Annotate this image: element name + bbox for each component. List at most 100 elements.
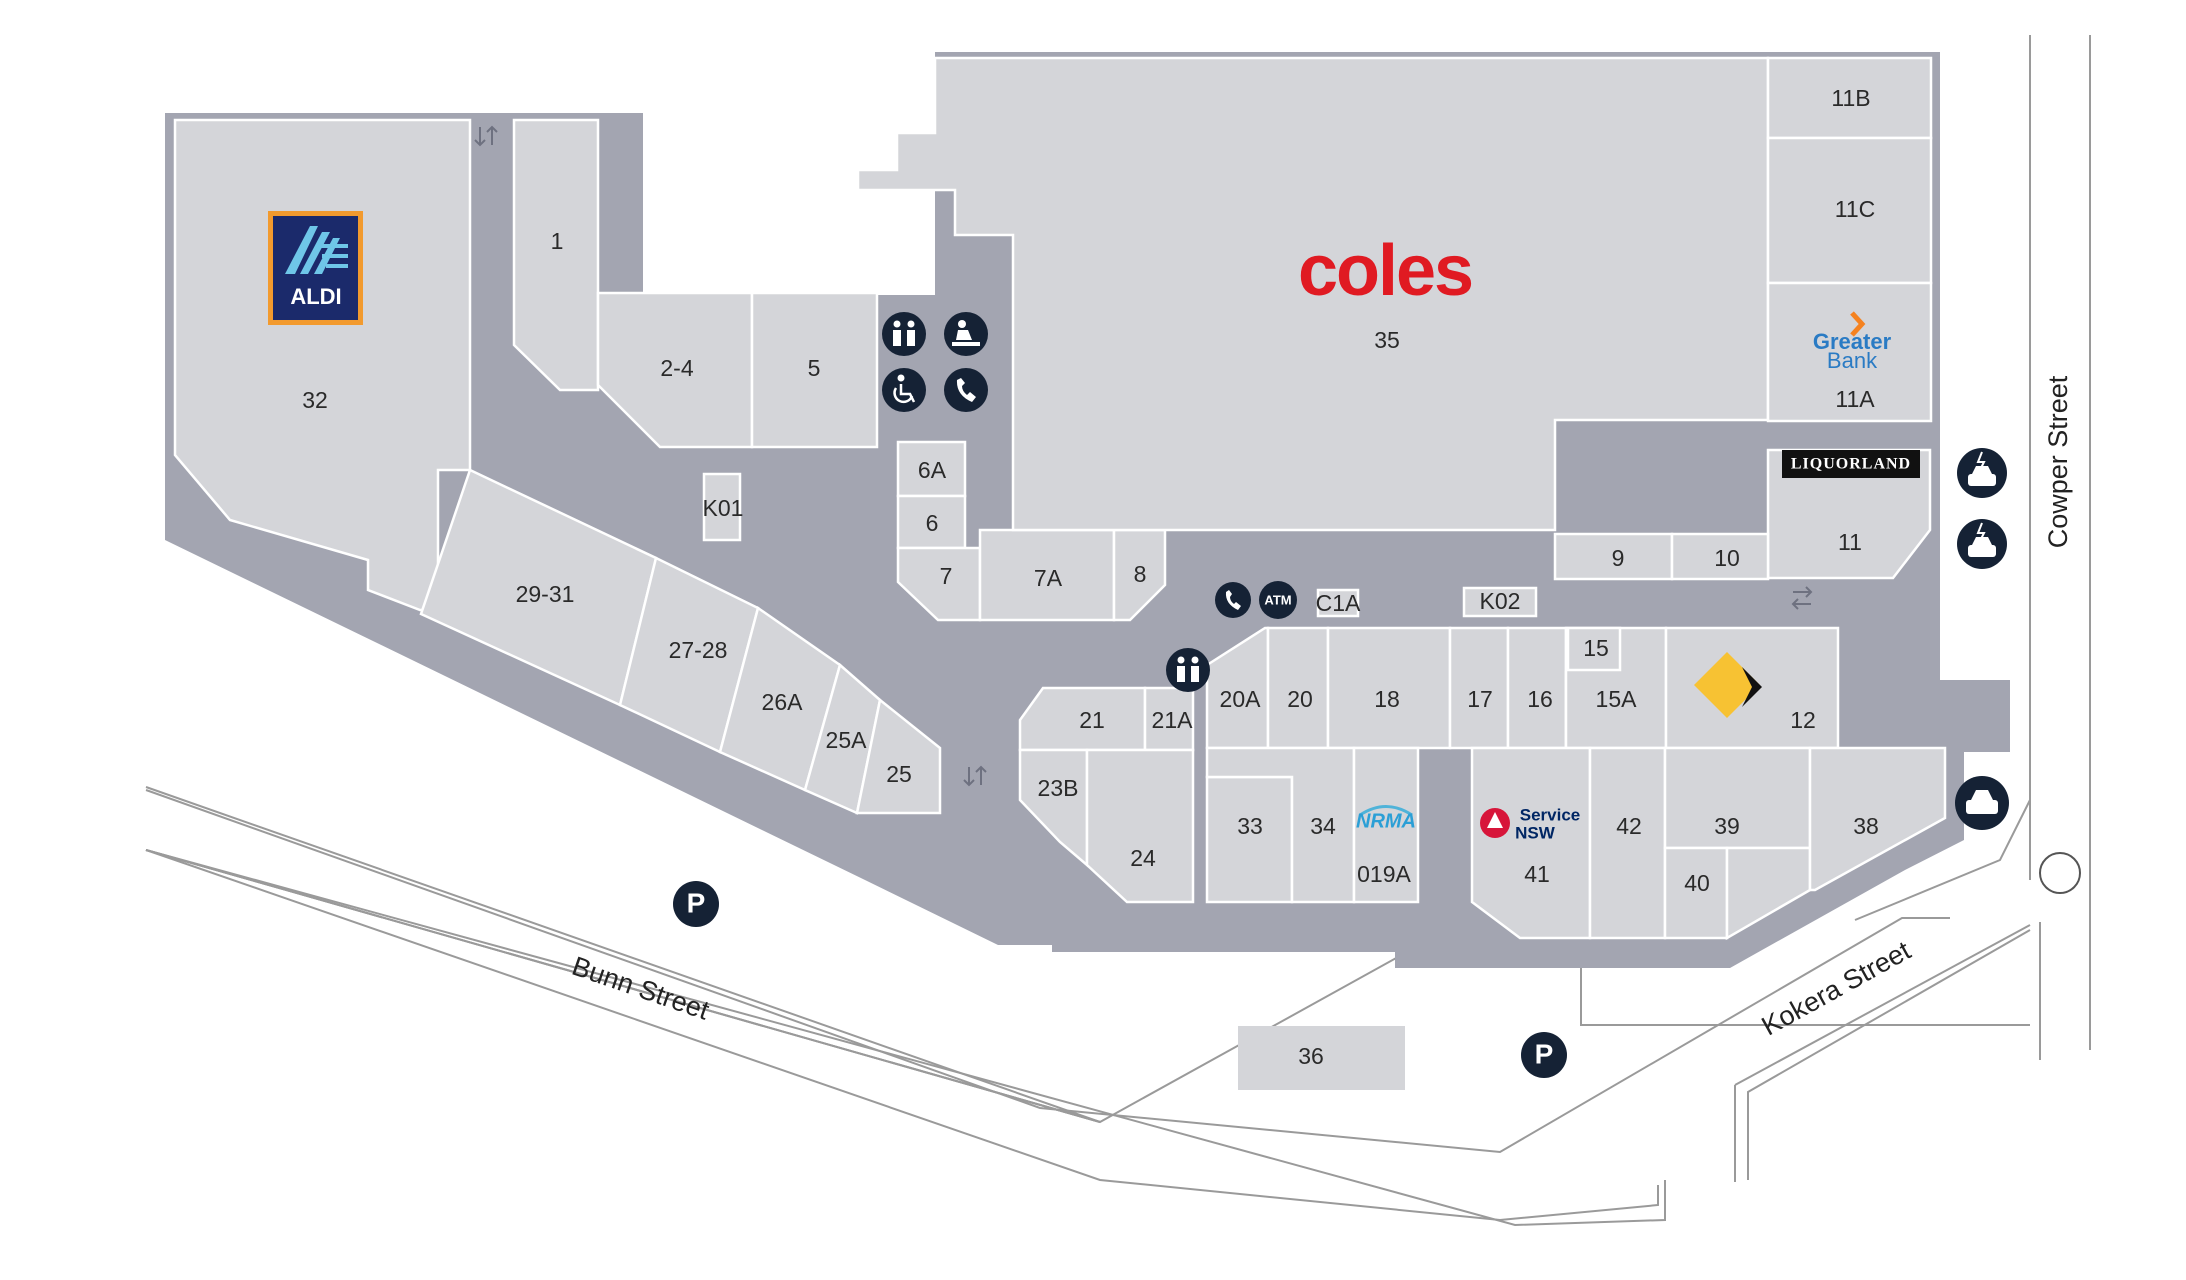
phone-icon[interactable] — [944, 368, 988, 412]
label-shop-39: 39 — [1714, 813, 1740, 839]
shop-11a — [1766, 281, 1933, 423]
electric-car-icon-2[interactable] — [1957, 519, 2007, 569]
svg-text:P: P — [687, 887, 706, 918]
label-shop-41: 41 — [1524, 861, 1550, 887]
accessible-icon[interactable] — [882, 368, 926, 412]
kiosk-c1a — [1316, 588, 1360, 618]
shop-24 — [1085, 748, 1195, 904]
shop-33 — [1205, 775, 1294, 904]
label-kiosk-k02: K02 — [1480, 588, 1521, 614]
street-cowper: Cowper Street — [2043, 375, 2073, 548]
label-shop-11a: 11A — [1835, 386, 1875, 412]
shop-11c — [1766, 136, 1933, 285]
shop-2-4 — [596, 291, 754, 449]
label-shop-8: 8 — [1134, 561, 1147, 587]
label-shop-40: 40 — [1684, 870, 1710, 896]
phone-icon-2[interactable] — [1215, 582, 1251, 618]
label-shop-11: 11 — [1838, 529, 1862, 555]
parking-icon-1[interactable]: P — [673, 881, 719, 927]
label-shop-24: 24 — [1130, 845, 1156, 871]
label-shop-32: 32 — [302, 387, 328, 413]
label-shop-38: 38 — [1853, 813, 1879, 839]
shop-20 — [1266, 626, 1330, 750]
label-shop-23b: 23B — [1038, 775, 1079, 801]
atm-icon[interactable]: ATM — [1259, 581, 1297, 619]
svg-text:ATM: ATM — [1264, 592, 1291, 607]
shop-10 — [1670, 532, 1770, 581]
svg-text:Bank: Bank — [1827, 348, 1878, 373]
label-shop-9: 9 — [1612, 545, 1625, 571]
baby-change-icon[interactable] — [944, 312, 988, 356]
kiosk-k02 — [1462, 586, 1538, 618]
svg-text:Service: Service — [1520, 805, 1581, 824]
toilets-icon[interactable] — [882, 312, 926, 356]
label-shop-16: 16 — [1527, 686, 1553, 712]
toilets-icon-2[interactable] — [1166, 648, 1210, 692]
label-shop-42: 42 — [1616, 813, 1642, 839]
coles-logo: coles — [1298, 231, 1472, 311]
label-shop-21a: 21A — [1152, 707, 1194, 733]
commbank-logo — [1694, 652, 1762, 718]
shop-39 — [1663, 746, 1812, 850]
svg-text:Greater: Greater — [1813, 329, 1892, 354]
label-shop-25a: 25A — [826, 727, 868, 753]
aldi-wordmark: ALDI — [290, 284, 341, 309]
road-lines — [145, 35, 2091, 1227]
shop-1 — [512, 118, 600, 392]
label-shop-1: 1 — [551, 228, 564, 254]
label-shop-35: 35 — [1374, 327, 1400, 353]
shop-25 — [855, 697, 942, 815]
car-icon[interactable] — [1955, 776, 2009, 830]
shop-23b — [1018, 748, 1089, 868]
nrma-logo: NRMA — [1356, 805, 1416, 832]
liquorland-logo: LIQUORLAND — [1782, 450, 1920, 478]
label-shop-7: 7 — [940, 563, 953, 589]
label-shop-36: 36 — [1298, 1043, 1324, 1069]
label-shop-20: 20 — [1287, 686, 1313, 712]
electric-car-icon-1[interactable] — [1957, 448, 2007, 498]
label-shop-15a: 15A — [1596, 686, 1638, 712]
label-shop-33: 33 — [1237, 813, 1263, 839]
shop-15 — [1566, 626, 1622, 672]
shop-32 — [173, 118, 472, 612]
svg-text:LIQUORLAND: LIQUORLAND — [1791, 456, 1911, 473]
shop-6a — [896, 440, 967, 498]
label-shop-17: 17 — [1467, 686, 1493, 712]
shop-21a — [1143, 686, 1195, 752]
label-shop-25: 25 — [886, 761, 912, 787]
label-shop-29-31: 29-31 — [516, 581, 575, 607]
label-shop-27-28: 27-28 — [669, 637, 728, 663]
label-shop-11b: 11B — [1831, 85, 1870, 111]
label-shop-26a: 26A — [762, 689, 804, 715]
label-shop-18: 18 — [1374, 686, 1400, 712]
shop-16 — [1506, 626, 1568, 750]
parking-icon-2[interactable]: P — [1521, 1032, 1567, 1078]
label-shop-7a: 7A — [1034, 565, 1063, 591]
kiosk-k01 — [702, 472, 742, 542]
label-shop-15: 15 — [1583, 635, 1609, 661]
street-bunn: Bunn Street — [568, 951, 713, 1026]
label-kiosk-c1a: C1A — [1316, 590, 1361, 616]
roundabout-icon — [2039, 852, 2081, 894]
svg-text:NRMA: NRMA — [1356, 810, 1416, 832]
label-shop-34: 34 — [1310, 813, 1336, 839]
svg-text:NSW: NSW — [1515, 823, 1556, 842]
label-shop-12: 12 — [1790, 707, 1816, 733]
entry-arrow-icon-2 — [963, 765, 987, 787]
shop-41 — [1470, 746, 1592, 940]
shop-40 — [1663, 846, 1729, 940]
entry-arrow-icon-1 — [474, 125, 498, 147]
shop-35 — [856, 56, 1770, 532]
label-shop-11c: 11C — [1835, 196, 1876, 222]
greater-bank-logo: Greater Bank — [1813, 311, 1892, 373]
label-shop-5: 5 — [808, 355, 821, 381]
label-shop-019a: 019A — [1357, 861, 1411, 887]
shop-11b — [1766, 56, 1933, 140]
shop-5 — [750, 291, 879, 449]
entry-arrow-icon-3 — [1791, 586, 1813, 610]
shop-7 — [896, 546, 982, 622]
shop-42 — [1588, 746, 1667, 940]
label-shop-20a: 20A — [1220, 686, 1262, 712]
label-kiosk-k01: K01 — [703, 495, 744, 521]
